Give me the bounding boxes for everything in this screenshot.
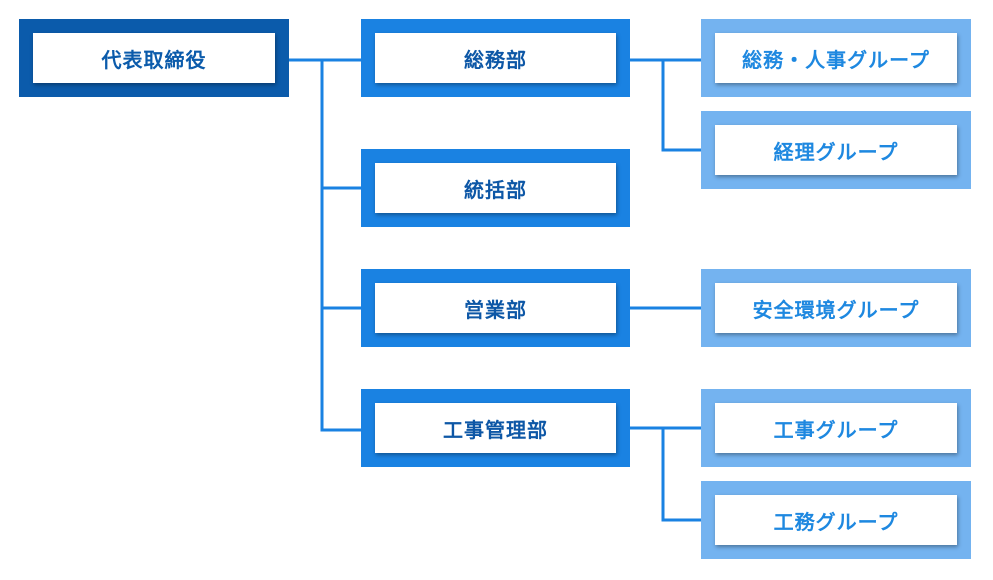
node-label: 工事グループ — [773, 417, 899, 442]
node-dept-toukatsu: 統括部 — [361, 149, 630, 227]
node-inner: 安全環境グループ — [715, 283, 957, 333]
node-group-soumu-jinji: 総務・人事グループ — [701, 19, 971, 97]
node-label: 総務部 — [464, 47, 527, 72]
node-inner: 工事グループ — [715, 403, 957, 453]
node-label: 統括部 — [464, 177, 527, 202]
node-representative-director: 代表取締役 — [19, 19, 289, 97]
node-inner: 営業部 — [375, 283, 616, 333]
node-dept-kouji-kanri: 工事管理部 — [361, 389, 630, 467]
node-inner: 代表取締役 — [33, 33, 275, 83]
node-inner: 統括部 — [375, 163, 616, 213]
node-inner: 経理グループ — [715, 125, 957, 175]
node-inner: 工務グループ — [715, 495, 957, 545]
node-dept-eigyou: 営業部 — [361, 269, 630, 347]
connector-soumu-keiri — [661, 60, 703, 152]
node-inner: 総務・人事グループ — [715, 33, 957, 83]
node-label: 営業部 — [464, 297, 527, 322]
node-label: 経理グループ — [773, 139, 899, 164]
node-label: 安全環境グループ — [752, 297, 920, 322]
node-group-anzen-kankyou: 安全環境グループ — [701, 269, 971, 347]
node-label: 総務・人事グループ — [742, 47, 930, 72]
node-group-kouji: 工事グループ — [701, 389, 971, 467]
node-inner: 工事管理部 — [375, 403, 616, 453]
node-group-koumu: 工務グループ — [701, 481, 971, 559]
node-label: 代表取締役 — [101, 47, 207, 72]
node-inner: 総務部 — [375, 33, 616, 83]
node-dept-soumu: 総務部 — [361, 19, 630, 97]
node-label: 工事管理部 — [443, 417, 548, 442]
node-group-keiri: 経理グループ — [701, 111, 971, 189]
node-label: 工務グループ — [773, 509, 899, 534]
connector-kanri-koumu — [661, 428, 703, 522]
connector-root — [289, 58, 362, 432]
